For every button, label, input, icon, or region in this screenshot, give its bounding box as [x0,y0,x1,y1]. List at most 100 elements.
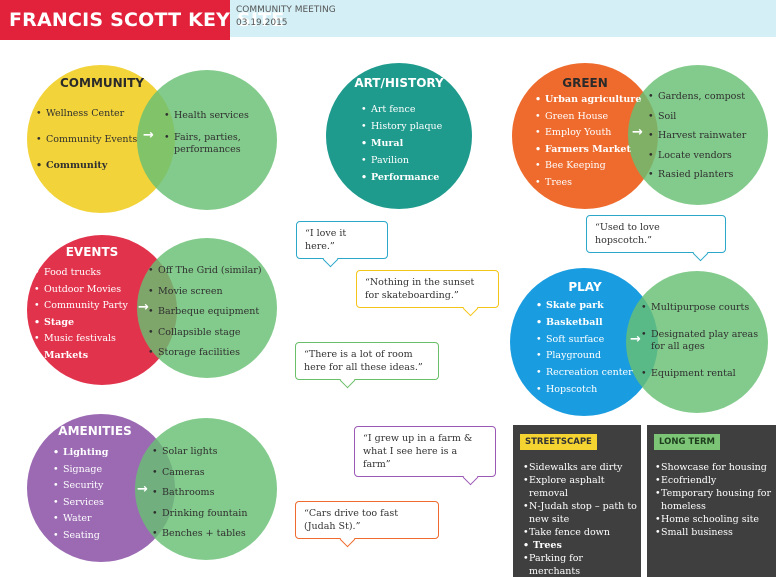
list-item: Equipment rental [641,368,759,380]
meeting-label: COMMUNITY MEETING [236,5,336,15]
art-history-list: Art fence History plaque Mural Pavilion … [361,101,442,186]
list-item: Health services [164,110,272,122]
amenities-right-list: Solar lights Cameras Bathrooms Drinking … [152,442,247,545]
list-item: Lighting [53,445,108,462]
list-item: Mural [361,135,442,152]
list-item: Sidewalks are dirty [523,461,637,474]
quote-bubble: “I grew up in a farm & what I see here i… [354,426,496,486]
list-item: Gardens, compost [648,87,746,107]
list-item: Performance [361,169,442,186]
list-item: Rasied planters [648,165,746,185]
list-item: Employ Youth [535,125,641,142]
list-item: Showcase for housing [655,461,773,474]
list-item: Soil [648,107,746,127]
list-item: Multipurpose courts [641,302,759,314]
list-item: Small business [655,526,773,539]
list-item: History plaque [361,118,442,135]
arrow-icon: → [630,332,641,347]
green-title: GREEN [562,76,608,90]
page-title: FRANCIS SCOTT KEY SITE [0,0,284,40]
list-item: Water [53,511,108,528]
bubble-tail [339,531,356,548]
list-item: Basketball [536,315,633,332]
green-right-list: Gardens, compost Soil Harvest rainwater … [648,87,746,185]
list-item: Music festivals [34,331,128,348]
quote-bubble: “Used to love hopscotch.” [586,215,726,262]
list-item: Signage [53,462,108,479]
list-item: Drinking fountain [152,504,247,525]
list-item: Seating [53,528,108,545]
quote-text: “I grew up in a farm & what I see here i… [363,433,473,470]
green-left-list: Urban agriculture Green House Employ You… [535,92,641,191]
long-term-tag: LONG TERM [654,434,720,450]
meeting-date: 03.19.2015 [236,18,288,28]
bubble-tail [462,469,479,486]
list-item: Take fence down [523,526,637,539]
events-title: EVENTS [65,245,119,259]
list-item: Designated play areas for all ages [641,329,759,353]
quote-text: “There is a lot of room here for all the… [304,349,423,373]
arrow-icon: → [138,300,149,315]
list-item: Storage facilities [148,343,262,364]
list-item: Barbeque equipment [148,302,262,323]
bubble-tail [322,251,339,268]
list-item: Skate park [536,298,633,315]
list-item: Community Party [34,298,128,315]
list-item: Food trucks [34,265,128,282]
play-title: PLAY [568,280,602,294]
streetscape-panel: STREETSCAPE Sidewalks are dirty Explore … [513,425,641,577]
quote-bubble: “There is a lot of room here for all the… [295,342,439,389]
list-item: Soft surface [536,332,633,349]
long-term-panel: LONG TERM Showcase for housing Ecofriend… [647,425,776,577]
list-item: Home schooling site [655,513,773,526]
list-item: Urban agriculture [535,92,641,109]
list-item: Ecofriendly [655,474,773,487]
list-item: Playground [536,348,633,365]
events-left-list: Food trucks Outdoor Movies Community Par… [34,265,128,364]
list-item: Recreation center [536,365,633,382]
list-item: Community [36,158,137,174]
community-title: COMMUNITY [60,76,145,90]
list-item: Temporary housing for homeless [655,487,773,513]
quote-text: “Nothing in the sunset for skateboarding… [365,277,475,301]
streetscape-list: Sidewalks are dirty Explore asphalt remo… [523,461,637,577]
list-item: Green House [535,109,641,126]
list-item: Pavilion [361,152,442,169]
list-item: Harvest rainwater [648,126,746,146]
play-left-list: Skate park Basketball Soft surface Playg… [536,298,633,399]
quote-bubble: “Cars drive too fast (Judah St).” [295,501,439,548]
events-right-list: Off The Grid (similar) Movie screen Barb… [148,261,262,364]
list-item: Services [53,495,108,512]
quote-bubble: “Nothing in the sunset for skateboarding… [356,270,499,317]
list-item: Hopscotch [536,382,633,399]
quote-bubble: “I love it here.” [296,221,388,268]
play-right-list: Multipurpose courts Designated play area… [641,302,759,380]
streetscape-tag: STREETSCAPE [520,434,597,450]
quote-text: “I love it here.” [305,228,347,252]
community-left-list: Wellness Center Community Events Communi… [36,106,137,174]
list-item: Trees [523,539,637,552]
bubble-tail [339,372,356,389]
bubble-tail [462,300,479,317]
list-item: Wellness Center [36,106,137,122]
list-item: Security [53,478,108,495]
arrow-icon: → [632,125,643,140]
list-item: Parking for merchants [523,552,637,577]
list-item: Farmers Market [535,142,641,159]
arrow-icon: → [137,482,148,497]
list-item: Markets [34,348,128,365]
list-item: Off The Grid (similar) [148,261,262,282]
bubble-tail [692,245,709,262]
list-item: Movie screen [148,282,262,303]
art-history-title: ART/HISTORY [354,76,444,90]
quote-text: “Used to love hopscotch.” [595,222,660,246]
list-item: Cameras [152,463,247,484]
list-item: Solar lights [152,442,247,463]
community-right-list: Health services Fairs, parties, performa… [164,110,272,156]
list-item: Fairs, parties, performances [164,132,272,156]
list-item: Collapsible stage [148,323,262,344]
amenities-left-list: Lighting Signage Security Services Water… [53,445,108,544]
list-item: Explore asphalt removal [523,474,637,500]
list-item: Stage [34,315,128,332]
list-item: Trees [535,175,641,192]
